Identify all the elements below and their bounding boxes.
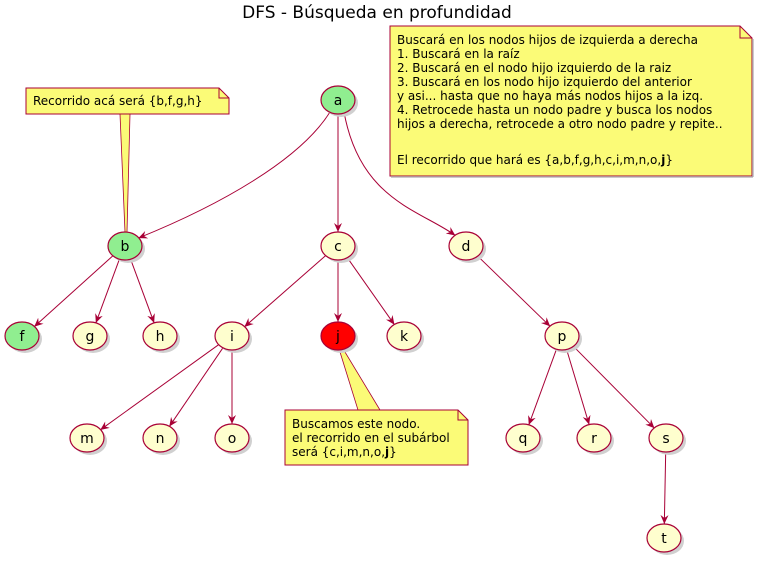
node-shape [320,231,356,261]
note-main-line: 2. Buscará en el nodo hijo izquierdo de … [397,61,671,75]
node-label: j [335,329,340,345]
node-shape [4,321,40,351]
node-o: o [214,423,252,455]
note-main-result-prefix: El recorrido que hará es {a,b,f,g,h,c,i,… [397,153,661,167]
node-label: s [662,431,669,447]
note-j-line: el recorrido en el subárbol [292,431,450,445]
node-label: q [519,431,528,447]
node-shape [72,321,108,351]
node-m: m [69,423,107,455]
note-main-line: hijos a derecha, retrocede a otro nodo p… [397,117,723,131]
node-n: n [142,423,180,455]
node-d: d [448,231,486,263]
node-label: t [661,531,667,547]
note-j: Buscamos este nodo. el recorrido en el s… [284,351,469,466]
node-f: f [4,321,42,353]
node-label: g [86,329,95,345]
diagram-title: DFS - Búsqueda en profundidad [242,3,512,23]
node-shape [214,321,250,351]
node-label: o [228,431,237,447]
node-shape [142,321,178,351]
edges [33,111,669,525]
node-label: c [334,239,342,255]
edge-c-k [346,257,395,325]
note-j-result: será {c,i,m,n,o,j} [292,445,397,459]
node-label: p [558,329,567,345]
edge-i-n [168,347,224,427]
node-shape [320,321,356,351]
note-main-line: Buscará en los nodos hijos de izquierda … [397,33,698,47]
node-label: d [462,239,471,255]
node-label: i [230,329,234,345]
edge-b-f [33,254,114,328]
node-label: h [156,329,165,345]
node-shape [107,231,143,261]
edge-p-q [528,348,558,426]
node-label: b [121,239,130,255]
node-shape [214,423,250,453]
edge-a-b [138,111,331,239]
edge-b-h [130,258,155,324]
edge-p-r [566,349,591,425]
edge-c-i [243,254,327,328]
note-j-result-prefix: será {c,i,m,n,o, [292,445,385,459]
edge-s-t [660,451,669,525]
node-label: n [156,431,165,447]
node-shape [142,423,178,453]
node-shape [320,85,356,115]
note-main-line: 1. Buscará en la raíz [397,47,520,61]
node-c: c [320,231,358,263]
node-shape [448,231,484,261]
node-shape [386,321,422,351]
edge-d-p [476,255,551,327]
note-main-result-suffix: } [665,153,673,167]
note-j-result-suffix: } [389,445,397,459]
note-main-line: 3. Buscará en los nodo hijo izquierdo de… [397,75,692,89]
node-shape [646,523,682,553]
edge-p-s [572,345,655,429]
node-shape [576,423,612,453]
node-shape [544,321,580,351]
note-main-result: El recorrido que hará es {a,b,f,g,h,c,i,… [397,153,673,167]
note-b-text: Recorrido acá será {b,f,g,h} [33,94,203,108]
node-a: a [320,85,358,117]
node-shape [505,423,541,453]
node-shape [69,423,105,453]
node-r: r [576,423,614,455]
nodes: a b c d f g h i j k p m n o q r s t [4,85,686,555]
node-h: h [142,321,180,353]
node-label: k [400,329,409,345]
node-shape [648,423,684,453]
node-p: p [544,321,582,353]
edge-i-m [99,343,220,431]
note-main-line: 4. Retrocede hasta un nodo padre y busca… [397,103,712,117]
note-main-line: y asi... hasta que no haya más nodos hij… [397,89,703,103]
edge-b-g [95,258,120,324]
node-s: s [648,423,686,455]
node-t: t [646,523,684,555]
node-label: m [80,431,94,447]
node-i: i [214,321,252,353]
node-b: b [107,231,145,263]
note-main: Buscará en los nodos hijos de izquierda … [389,25,754,178]
node-q: q [505,423,543,455]
node-label: f [20,329,26,345]
note-j-line: Buscamos este nodo. [292,417,420,431]
note-b: Recorrido acá será {b,f,g,h} [25,87,230,233]
node-label: r [591,431,597,447]
node-g: g [72,321,110,353]
node-k: k [386,321,424,353]
note-main-result-bold: j [660,153,665,167]
edge-a-d [343,111,456,236]
node-j: j [320,321,358,353]
note-j-result-bold: j [384,445,389,459]
node-label: a [334,93,343,109]
